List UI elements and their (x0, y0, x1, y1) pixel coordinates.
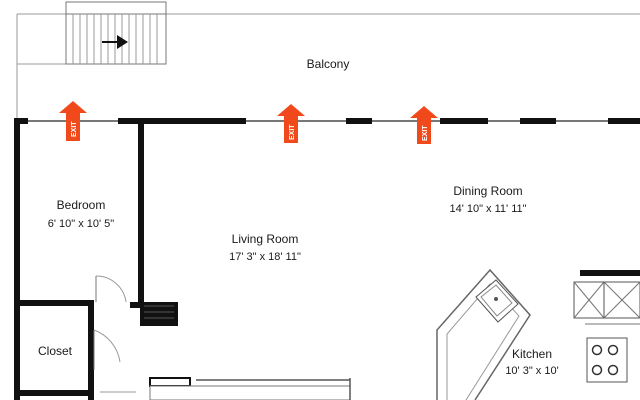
bedroom-door (95, 275, 127, 303)
balcony-label: Balcony (307, 57, 350, 71)
bottom-structure (100, 377, 351, 400)
closet-door (93, 329, 121, 370)
bedroom-dims: 6' 10" x 10' 5" (48, 218, 115, 230)
top-wall (14, 118, 640, 124)
bedroom-bottom-wall-right (130, 302, 142, 308)
exit-arrow-icon: EXIT (277, 104, 305, 143)
closet-bottom-wall (14, 390, 94, 396)
bedroom-partition-wall (138, 118, 144, 308)
arrow-right-icon (102, 35, 128, 49)
living-room-label: Living Room (232, 232, 299, 246)
exit-label: EXIT (71, 121, 78, 137)
bedroom-bottom-wall (14, 300, 94, 306)
kitchen-right-wall (580, 270, 640, 276)
dining-room-label: Dining Room (453, 184, 522, 198)
stove-icon (586, 337, 628, 383)
kitchen-counter (436, 268, 531, 400)
fridge-icon (573, 281, 640, 319)
exit-label: EXIT (289, 124, 296, 140)
exit-label: EXIT (422, 125, 429, 141)
closet-label: Closet (38, 344, 73, 358)
kitchen-label: Kitchen (512, 347, 552, 361)
exit-arrow-icon: EXIT (410, 106, 438, 144)
fireplace-hatch (144, 305, 174, 319)
bedroom-label: Bedroom (57, 198, 106, 212)
kitchen-dims: 10' 3" x 10' (505, 365, 558, 377)
stairs-icon (65, 1, 167, 65)
dining-room-dims: 14' 10" x 11' 11" (449, 203, 526, 215)
left-wall (14, 118, 20, 400)
exit-arrow-icon: EXIT (59, 101, 87, 141)
living-room-dims: 17' 3" x 18' 11" (229, 251, 301, 263)
sink-icon (475, 279, 519, 323)
closet-right-wall (88, 300, 94, 400)
